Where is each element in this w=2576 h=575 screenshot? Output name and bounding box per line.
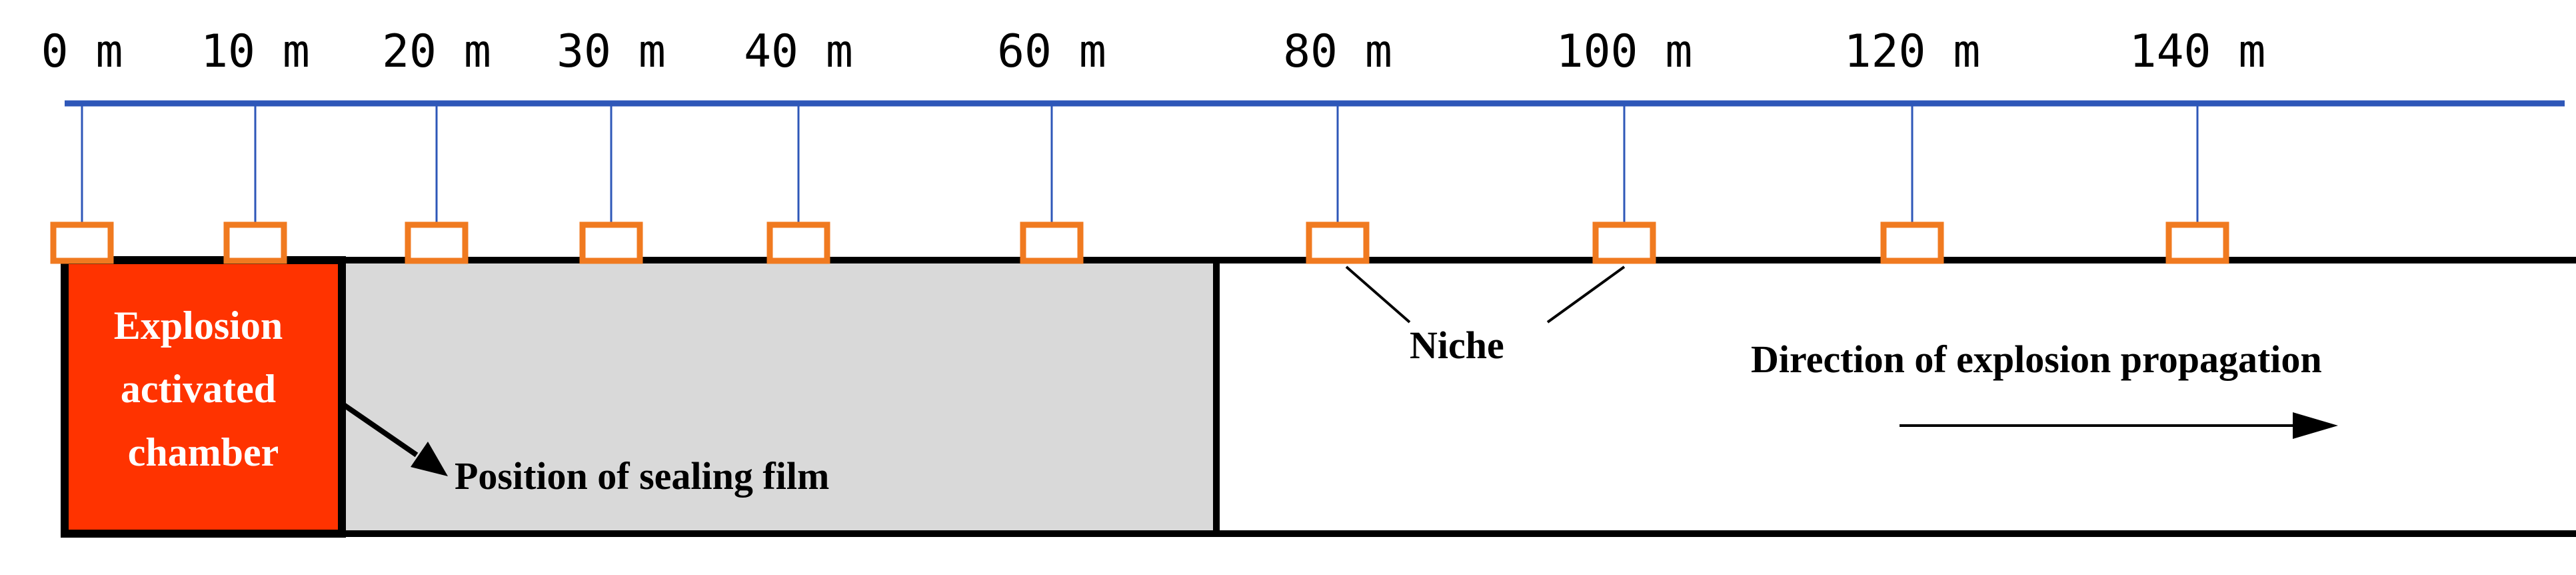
sensor-box xyxy=(766,221,830,264)
distance-label: 120 m xyxy=(1844,25,1981,78)
distance-label: 100 m xyxy=(1556,25,1693,78)
sensor-box xyxy=(405,221,469,264)
niche-label: Niche xyxy=(1410,324,1504,367)
distance-label: 80 m xyxy=(1283,25,1392,78)
distance-label: 0 m xyxy=(41,25,123,78)
distance-label: 140 m xyxy=(2129,25,2266,78)
sensor-box xyxy=(223,221,287,264)
niche-leader-left xyxy=(1345,265,1411,324)
distance-label: 10 m xyxy=(201,25,310,78)
sensor-box xyxy=(579,221,643,264)
distance-label: 30 m xyxy=(557,25,666,78)
direction-arrow-head xyxy=(2293,412,2338,439)
chamber-label: Explosion activated chamber xyxy=(114,304,293,474)
sealed-section xyxy=(339,257,1220,537)
sealing-film-arrow-head xyxy=(411,442,448,476)
sensor-box xyxy=(1592,221,1656,264)
sensor-box xyxy=(1880,221,1944,264)
niche-leader-right xyxy=(1546,265,1626,324)
sensor-box xyxy=(1020,221,1084,264)
sensor-marks: 0 m 10 m 20 m 30 m 40 m 60 m 80 m 100 m 120 m 140… xyxy=(41,25,2266,264)
distance-label: 60 m xyxy=(997,25,1106,78)
sensor-box xyxy=(2165,221,2229,264)
direction-label: Direction of explosion propagation xyxy=(1751,338,2322,381)
explosion-chamber xyxy=(61,256,346,538)
sensor-box xyxy=(50,221,114,264)
sealing-film-label: Position of sealing film xyxy=(455,454,829,498)
sensor-box xyxy=(1306,221,1370,264)
distance-label: 40 m xyxy=(744,25,853,78)
distance-label: 20 m xyxy=(382,25,491,78)
sealing-film-arrow-shaft xyxy=(340,401,419,458)
